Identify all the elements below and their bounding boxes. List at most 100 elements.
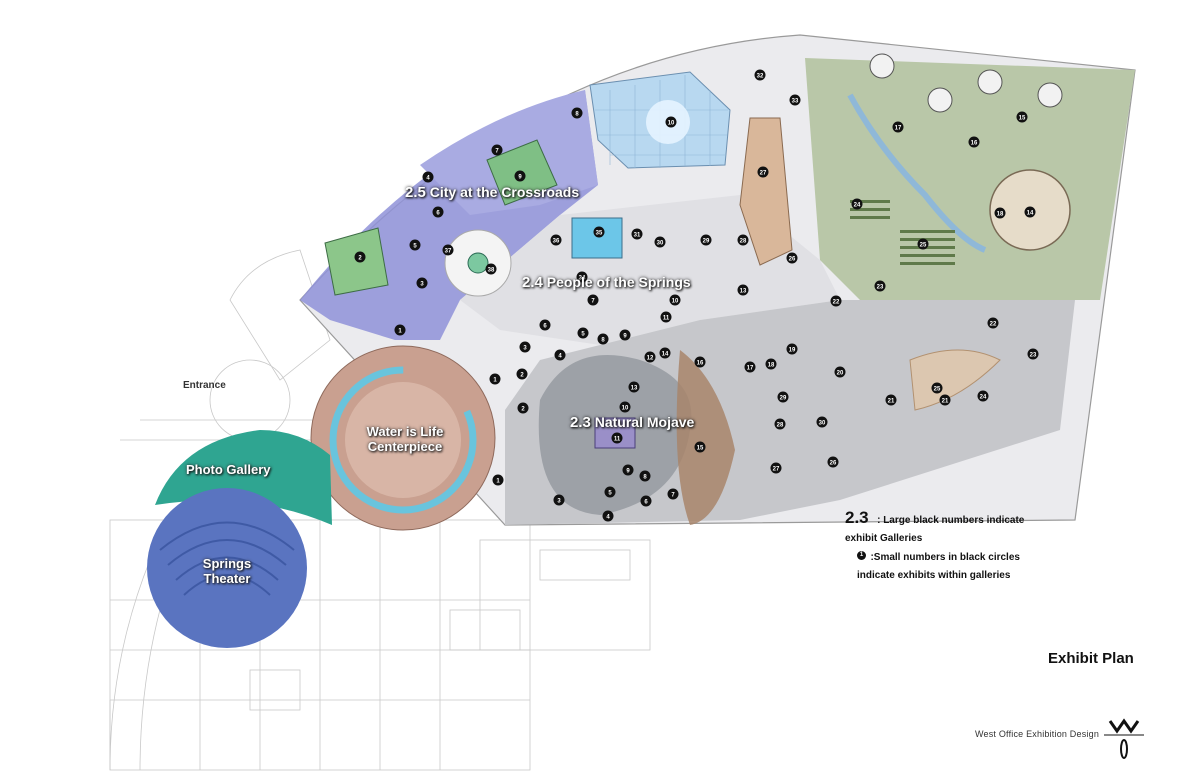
exhibit-marker-number: 20 [837,370,844,376]
exhibit-marker: 10 [669,294,681,306]
exhibit-marker: 10 [665,116,677,128]
exhibit-marker-dot [660,311,672,323]
exhibit-marker-number: 1 [398,328,402,334]
exhibit-marker-dot [519,341,531,353]
legend-exhibit-marker: 1 [857,551,866,561]
exhibit-marker-number: 24 [980,394,987,400]
exhibit-marker-number: 6 [543,323,547,329]
exhibit-marker-number: 4 [606,514,610,520]
exhibit-marker-dot [669,294,681,306]
exhibit-marker: 18 [994,207,1006,219]
exhibit-marker-dot [576,271,588,283]
exhibit-marker-dot [777,391,789,403]
exhibit-marker: 3 [519,341,531,353]
exhibit-marker-number: 2 [521,406,525,412]
exhibit-marker-dot [593,226,605,238]
exhibit-marker-dot [571,107,583,119]
exhibit-marker: 24 [851,198,863,210]
exhibit-marker-dot [754,69,766,81]
exhibit-marker: 2 [354,251,366,263]
garden-hut-1 [869,53,895,79]
exhibit-marker-dot [639,470,651,482]
people-springs-rotunda-core [467,252,489,274]
legend-galleries: 2.3 : Large black numbers indicate exhib… [845,508,1045,546]
exhibit-marker: 5 [604,486,616,498]
exhibit-marker: 3 [416,277,428,289]
exhibit-marker-dot [602,510,614,522]
exhibit-marker-number: 22 [990,321,997,327]
exhibit-marker-dot [765,358,777,370]
exhibit-marker: 27 [757,166,769,178]
exhibit-marker-dot [737,284,749,296]
exhibit-marker-number: 26 [789,256,796,262]
exhibit-marker-number: 26 [830,460,837,466]
exhibit-marker-dot [987,317,999,329]
exhibit-marker: 22 [830,295,842,307]
exhibit-marker-dot [757,166,769,178]
garden-hut-3 [927,87,953,113]
exhibit-marker-number: 24 [854,202,861,208]
exhibit-marker-dot [1024,206,1036,218]
exhibit-marker: 17 [744,361,756,373]
exhibit-marker: 27 [770,462,782,474]
exhibit-marker-number: 35 [596,230,603,236]
exhibit-marker-dot [619,329,631,341]
exhibit-marker-dot [892,121,904,133]
exhibit-marker-dot [694,441,706,453]
exhibit-marker-number: 25 [934,386,941,392]
exhibit-marker-dot [619,401,631,413]
exhibit-marker-number: 28 [777,422,784,428]
entrance-label: Entrance [183,380,226,391]
legend-exhibit-text: :Small numbers in black circles indicate… [857,552,1020,581]
garden-zone [805,58,1135,300]
exhibit-marker-number: 9 [626,468,630,474]
exhibit-marker-number: 34 [579,275,586,281]
exhibit-marker: 13 [737,284,749,296]
exhibit-marker-number: 7 [495,148,499,154]
exhibit-marker-number: 21 [942,398,949,404]
exhibit-marker-dot [786,252,798,264]
exhibit-marker-number: 8 [575,111,579,117]
exhibit-marker-dot [554,349,566,361]
exhibit-marker: 37 [442,244,454,256]
exhibit-marker-dot [744,361,756,373]
photo-gallery-label: Photo Gallery [186,462,271,477]
exhibit-marker-dot [416,277,428,289]
exhibit-marker-number: 36 [553,238,560,244]
water-is-life-inner [345,382,461,498]
exhibit-marker: 6 [432,206,444,218]
exhibit-marker: 7 [491,144,503,156]
exhibit-marker-number: 7 [671,492,675,498]
exhibit-marker: 5 [577,327,589,339]
exhibit-marker-dot [622,464,634,476]
exhibit-marker-number: 5 [581,331,585,337]
exhibit-marker: 11 [660,311,672,323]
city-green-stage [324,227,389,296]
exhibit-marker-number: 16 [971,140,978,146]
exhibit-marker-dot [422,171,434,183]
exhibit-marker-number: 11 [663,315,670,321]
exhibit-marker-dot [737,234,749,246]
exhibit-marker-number: 6 [644,499,648,505]
exhibit-marker-number: 38 [488,267,495,273]
exhibit-marker: 1 [489,373,501,385]
exhibit-marker-dot [644,351,656,363]
exhibit-marker-number: 12 [647,355,654,361]
exhibit-marker-number: 14 [662,351,669,357]
exhibit-marker: 4 [602,510,614,522]
exhibit-marker-dot [539,319,551,331]
exhibit-marker: 23 [1027,348,1039,360]
exhibit-marker-dot [827,456,839,468]
exhibit-marker: 4 [422,171,434,183]
centerpiece-label: Water is Life Centerpiece [366,424,444,454]
exhibit-marker-number: 30 [819,420,826,426]
exhibit-marker: 2 [516,368,528,380]
exhibit-marker: 13 [628,381,640,393]
exhibit-marker-dot [553,494,565,506]
exhibit-marker-dot [432,206,444,218]
exhibit-marker: 4 [554,349,566,361]
exhibit-marker-number: 22 [833,299,840,305]
exhibit-marker-dot [917,238,929,250]
west-office-logo [1104,718,1144,759]
exhibit-marker-dot [409,239,421,251]
